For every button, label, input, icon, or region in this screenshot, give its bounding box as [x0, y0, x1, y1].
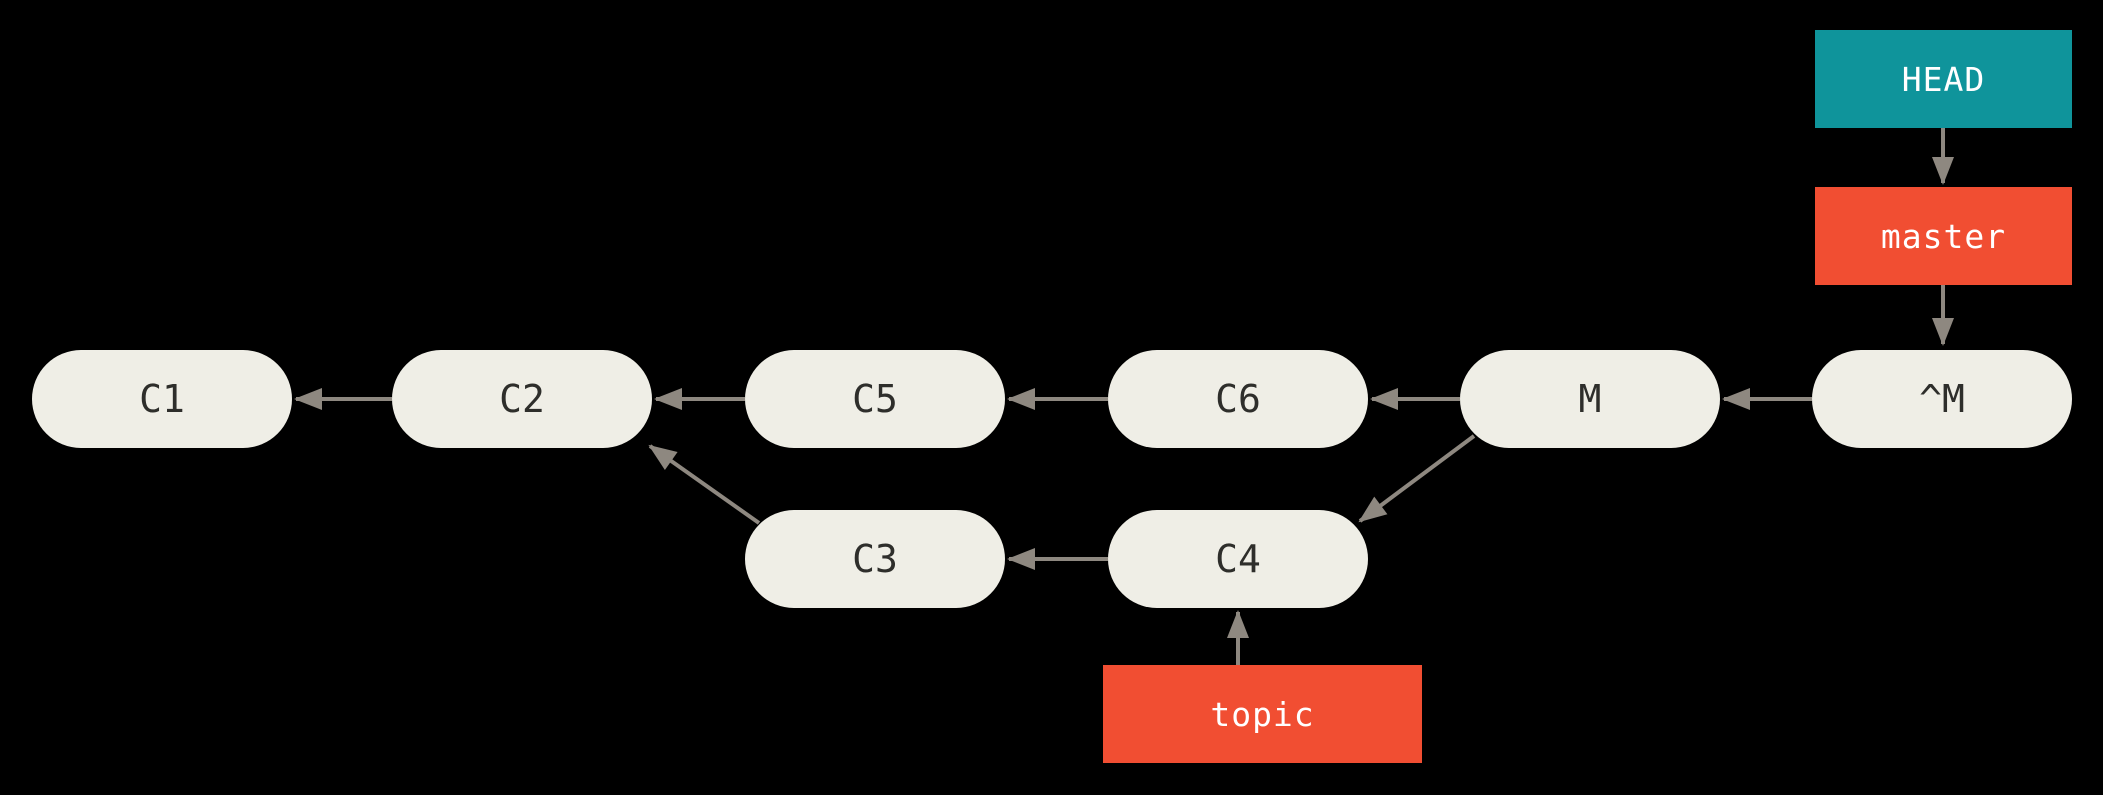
commit-node-c6: C6 — [1108, 350, 1368, 448]
head-ref-label: HEAD — [1901, 59, 1986, 99]
edge-c3-c2 — [648, 444, 761, 525]
topic-branch-label: topic — [1210, 694, 1315, 734]
commit-label-c3: C3 — [852, 537, 898, 581]
master-branch-box: master — [1815, 187, 2072, 285]
commit-node-c1: C1 — [32, 350, 292, 448]
edge-m-c4 — [1358, 434, 1476, 523]
head-ref-box: HEAD — [1815, 30, 2072, 128]
commit-label-c6: C6 — [1215, 377, 1261, 421]
commit-node-c4: C4 — [1108, 510, 1368, 608]
commit-node-c2: C2 — [392, 350, 652, 448]
commit-label-c1: C1 — [139, 377, 185, 421]
commit-node-m: M — [1460, 350, 1720, 448]
commit-label-c2: C2 — [499, 377, 545, 421]
commit-label-c4: C4 — [1215, 537, 1261, 581]
commit-node-caret-m: ^M — [1812, 350, 2072, 448]
commit-node-c5: C5 — [745, 350, 1005, 448]
commit-label-caret-m: ^M — [1919, 377, 1965, 421]
commit-label-m: M — [1578, 377, 1602, 421]
topic-branch-box: topic — [1103, 665, 1422, 763]
master-branch-label: master — [1880, 216, 2007, 256]
commit-label-c5: C5 — [852, 377, 898, 421]
commit-node-c3: C3 — [745, 510, 1005, 608]
